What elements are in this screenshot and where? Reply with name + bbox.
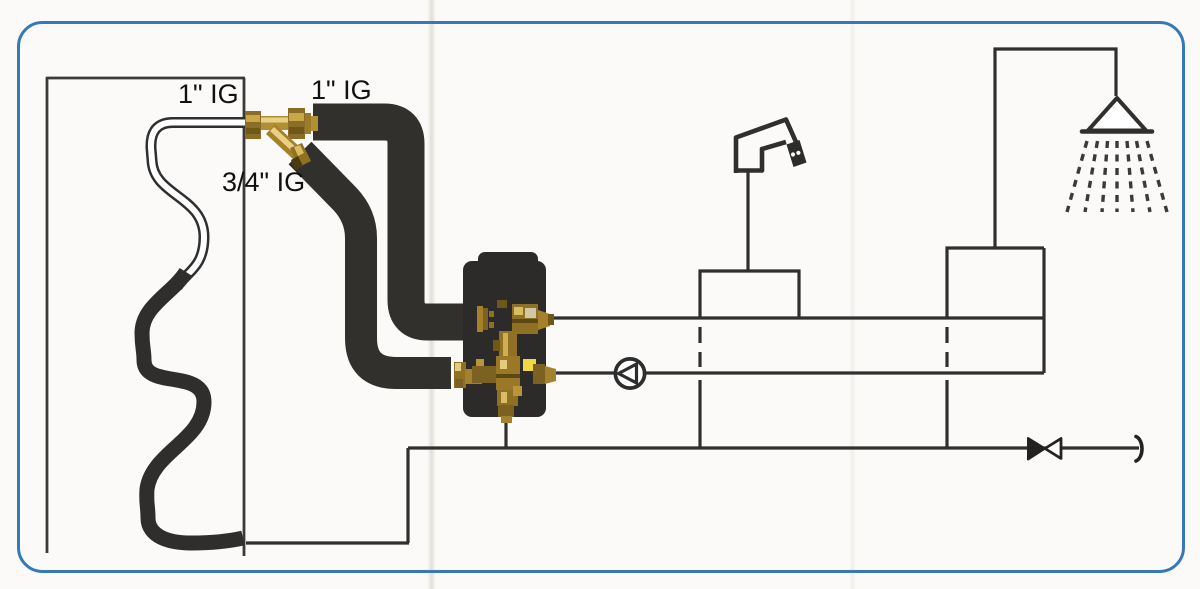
svg-text:3/4" IG: 3/4" IG <box>222 167 305 197</box>
svg-text:1" IG: 1" IG <box>311 75 372 105</box>
svg-text:1" IG: 1" IG <box>178 79 239 109</box>
